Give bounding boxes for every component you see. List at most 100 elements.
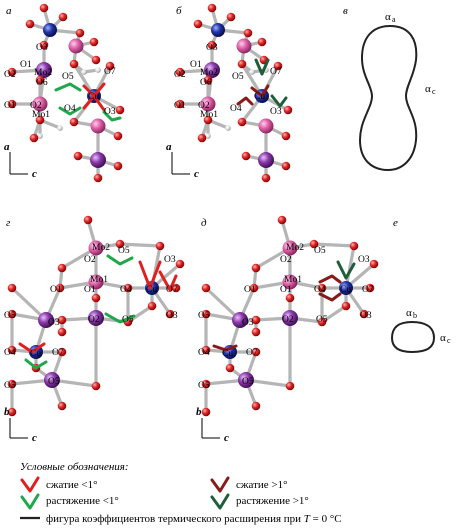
legend-compress-large-label: сжатие >1° (236, 479, 288, 491)
atom-label-o2b: O2 (88, 315, 100, 325)
atom-label-o2: O2 (280, 255, 292, 265)
stretch-large-mark (336, 260, 356, 280)
atom-label-o3b: O3 (48, 318, 60, 328)
compress-large-mark (250, 84, 270, 98)
oxygen-atom (207, 40, 217, 50)
oxygen-atom (39, 3, 49, 13)
oxygen-atom (7, 345, 17, 355)
oxygen-atom (7, 283, 17, 293)
oxygen-atom (35, 115, 45, 125)
hydrogen-atom (57, 125, 63, 131)
legend-compress-small-label: сжатие <1° (46, 479, 98, 491)
oxygen-atom (317, 283, 327, 293)
oxygen-atom (251, 327, 261, 337)
axis-indicator-d: b c (196, 406, 229, 444)
oxygen-atom (285, 293, 295, 303)
atom-label-mo1: Mo1 (32, 110, 50, 120)
structure-panel-b: O3 O1 O2 Mo2 O6 O5 O7 O1 O2 O4 Cu O3 Mo1… (166, 3, 293, 183)
legend-stretch-large: растяжение >1° (210, 493, 309, 510)
oxygen-atom (55, 283, 65, 293)
atom-label-mo2: Mo2 (286, 243, 304, 253)
molybdenum-atom (238, 372, 254, 388)
stretch-large-mark (270, 94, 288, 108)
stretch-small-mark (104, 312, 136, 324)
stretch-large-mark (254, 58, 270, 76)
panel-label-a: а (6, 5, 12, 17)
hydrogen-atom (205, 133, 211, 139)
compress-small-mark (82, 94, 106, 112)
oxygen-atom (251, 347, 261, 357)
atom-label-o1b: O1 (174, 101, 186, 111)
oxygen-atom (201, 379, 211, 389)
copper-atom (339, 281, 353, 295)
oxygen-atom (91, 293, 101, 303)
compress-small-mark (20, 476, 40, 493)
compress-large-mark (212, 344, 238, 352)
bond (126, 304, 154, 324)
oxygen-atom (73, 151, 83, 161)
oxygen-atom (165, 309, 175, 319)
structure-panel-a: O3 O1 O2 Mo2 O6 O5 O7 O1 O2 O4 Cu O3 Mo1… (4, 3, 125, 183)
atom-label-o1b: O1 (4, 101, 16, 111)
atom-label-o3c: O3 (166, 311, 178, 321)
molybdenum-atom (68, 38, 84, 54)
atom-label-o1: O1 (50, 285, 62, 295)
atom-label-mo1: Mo1 (200, 110, 218, 120)
oxygen-atom (285, 381, 295, 391)
alpha-a-sub: a (392, 15, 396, 24)
oxygen-atom (203, 115, 213, 125)
molybdenum-atom (258, 118, 274, 134)
bond (344, 244, 356, 290)
atom-label-o3: O3 (206, 43, 218, 53)
atom-label-o7b: O7 (246, 348, 258, 358)
atom-label-o7: O7 (166, 285, 178, 295)
oxygen-atom (317, 317, 327, 327)
molybdenum-atom (258, 152, 274, 168)
compress-large-mark (318, 274, 342, 284)
molybdenum-atom (236, 38, 252, 54)
thermal-expansion-figure-v: α a α c (358, 11, 436, 172)
stretch-small-mark (54, 82, 82, 92)
oxygen-atom (281, 161, 291, 171)
atom-label-o5: O5 (232, 72, 244, 82)
atom-label-o4b: O4 (198, 348, 210, 358)
oxygen-atom (201, 283, 211, 293)
panel-label-v: в (343, 5, 348, 17)
molybdenum-atom (88, 274, 104, 290)
molybdenum-atom (88, 310, 104, 326)
bond (320, 304, 348, 324)
atom-label-o1: O1 (20, 60, 32, 70)
oxygen-atom (7, 379, 17, 389)
oxygen-atom (123, 283, 133, 293)
axis-right-label: c (32, 432, 37, 444)
molybdenum-atom (44, 372, 60, 388)
oxygen-atom (35, 75, 45, 85)
stretch-small-mark (106, 254, 134, 266)
atom-label-cub: Cu (30, 349, 41, 359)
oxygen-atom (243, 28, 253, 38)
panel-label-b: б (176, 5, 182, 17)
oxygen-atom (257, 37, 267, 47)
atom-label-o5e: O5 (4, 381, 16, 391)
oxygen-atom (171, 283, 181, 293)
axis-right-label: c (194, 168, 199, 180)
atom-label-o7b: O7 (52, 348, 64, 358)
oxygen-atom (69, 59, 79, 69)
oxygen-atom (91, 381, 101, 391)
alpha-c-label: α (440, 332, 446, 344)
atom-label-o1: O1 (244, 285, 256, 295)
oxygen-atom (93, 173, 103, 183)
oxygen-atom (7, 67, 17, 77)
atom-label-o3b: O3 (270, 107, 282, 117)
hydrogen-atom (249, 69, 255, 75)
molybdenum-atom (232, 312, 248, 328)
oxygen-atom (175, 259, 185, 269)
alpha-c-sub: c (432, 87, 436, 96)
atom-label-o7: O7 (104, 67, 116, 77)
oxygen-atom (273, 61, 283, 71)
oxygen-atom (359, 309, 369, 319)
atom-label-cu: Cu (146, 285, 157, 295)
oxygen-atom (261, 173, 271, 183)
structure-panel-d: Mo2 O5 O2 O3 Mo1 O1 O1 O4 Cu O7 O5 O3 O2… (196, 215, 379, 444)
oxygen-atom (369, 259, 379, 269)
